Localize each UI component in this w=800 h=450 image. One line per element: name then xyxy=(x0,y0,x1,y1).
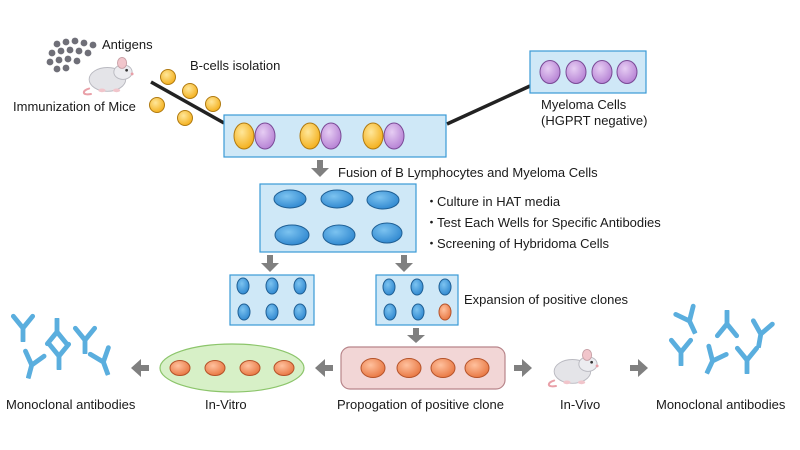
culture-step-bullet: ・ xyxy=(425,236,438,251)
positive-clone-cell xyxy=(464,358,490,378)
b-cells-isolation-label: B-cells isolation xyxy=(190,58,280,73)
hybridoma-cell xyxy=(382,278,396,296)
in-vitro-cells xyxy=(169,360,295,376)
b-cell xyxy=(299,122,321,150)
antibody-icon xyxy=(671,340,690,365)
myeloma-label: Myeloma Cells xyxy=(541,97,627,112)
antibody-icon xyxy=(749,321,772,349)
positive-clone-cell xyxy=(204,360,226,376)
b-cell xyxy=(177,110,193,126)
hybridoma-cell xyxy=(411,303,425,321)
antibody-icon xyxy=(90,348,117,378)
positive-clone-cell xyxy=(169,360,191,376)
hybridoma-cell xyxy=(236,277,250,295)
b-cell xyxy=(182,83,198,99)
culture-steps-list: ・ Culture in HAT media ・ Test Each Wells… xyxy=(425,194,661,251)
propagation-panel xyxy=(340,346,506,390)
antibody-icon xyxy=(676,306,704,336)
positive-clone-cell xyxy=(438,303,452,321)
culture-step-bullet: ・ xyxy=(425,194,438,209)
antibody-cluster-left xyxy=(13,316,116,380)
arrow-right-icon xyxy=(514,359,532,377)
hybridoma-cell xyxy=(293,303,307,321)
hybridoma-cell xyxy=(383,303,397,321)
hybridoma-cell xyxy=(237,303,251,321)
myeloma-cell xyxy=(565,60,587,84)
myeloma-cells xyxy=(539,60,638,84)
culture-step-bullet: ・ xyxy=(425,215,438,230)
antibody-icon xyxy=(13,316,32,341)
hybridoma-cell xyxy=(320,189,354,209)
immunization-label: Immunization of Mice xyxy=(13,99,136,114)
b-cell xyxy=(149,97,165,113)
hybridoma-cell xyxy=(273,189,307,209)
expansion-label: Expansion of positive clones xyxy=(464,292,629,307)
hybridoma-cell xyxy=(371,222,403,244)
b-cell xyxy=(160,69,176,85)
arrow-right-icon xyxy=(630,359,648,377)
b-cell xyxy=(362,122,384,150)
mouse-icon xyxy=(547,348,600,388)
myeloma-cell xyxy=(591,60,613,84)
arrow-left-icon xyxy=(315,359,333,377)
hybridoma-cells xyxy=(273,189,403,246)
arrow-down-icon xyxy=(395,255,413,272)
in-vitro-label: In-Vitro xyxy=(205,397,247,412)
mouse-icon xyxy=(82,56,135,96)
positive-clone-cell xyxy=(360,358,386,378)
antibody-icon xyxy=(47,319,66,344)
arrow-left-icon xyxy=(131,359,149,377)
hybridoma-cell xyxy=(410,278,424,296)
hgprt-label: (HGPRT negative) xyxy=(541,113,647,128)
b-cell xyxy=(205,96,221,112)
antibody-icon xyxy=(49,344,68,369)
hybridoma-cell xyxy=(265,303,279,321)
antibody-icon xyxy=(737,348,756,373)
myeloma-cell xyxy=(539,60,561,84)
hybridoma-cell xyxy=(322,224,356,246)
culture-step-3: Screening of Hybridoma Cells xyxy=(437,236,609,251)
antibody-icon xyxy=(698,346,726,376)
antigen-dots-icon xyxy=(46,37,97,73)
propagation-label: Propogation of positive clone xyxy=(337,397,504,412)
hybridoma-cell xyxy=(265,277,279,295)
fusion-cell-pairs xyxy=(233,122,405,150)
antigens-label: Antigens xyxy=(102,37,153,52)
myeloma-cell xyxy=(383,122,405,150)
mab-right-label: Monoclonal antibodies xyxy=(656,397,786,412)
myeloma-path-line xyxy=(446,84,531,126)
hybridoma-cell xyxy=(293,277,307,295)
positive-clone-cell xyxy=(396,358,422,378)
positive-clone-cell xyxy=(239,360,261,376)
b-cell xyxy=(233,122,255,150)
myeloma-cell xyxy=(320,122,342,150)
antibody-icon xyxy=(717,311,736,336)
culture-step-2: Test Each Wells for Specific Antibodies xyxy=(437,215,661,230)
positive-clone-cell xyxy=(273,360,295,376)
culture-step-1: Culture in HAT media xyxy=(437,194,561,209)
hybridoma-cell xyxy=(274,224,310,246)
screening-cells-left xyxy=(236,277,307,321)
fusion-label: Fusion of B Lymphocytes and Myeloma Cell… xyxy=(338,165,598,180)
b-cell-path-line xyxy=(150,80,225,125)
myeloma-cell xyxy=(254,122,276,150)
screening-cells-right xyxy=(382,278,452,321)
isolated-b-cells xyxy=(149,69,221,126)
mab-left-label: Monoclonal antibodies xyxy=(6,397,136,412)
arrow-down-icon xyxy=(311,160,329,177)
arrow-down-icon xyxy=(261,255,279,272)
hybridoma-cell xyxy=(366,190,400,210)
positive-clone-cell xyxy=(430,358,456,378)
hybridoma-cell xyxy=(438,278,452,296)
propagation-cells xyxy=(360,358,490,378)
myeloma-cell xyxy=(616,60,638,84)
arrow-down-icon xyxy=(407,328,425,343)
antibody-cluster-right xyxy=(671,306,772,376)
in-vitro-dish xyxy=(159,343,305,393)
antibody-icon xyxy=(75,328,94,353)
antibody-icon xyxy=(19,351,44,380)
in-vivo-label: In-Vivo xyxy=(560,397,600,412)
